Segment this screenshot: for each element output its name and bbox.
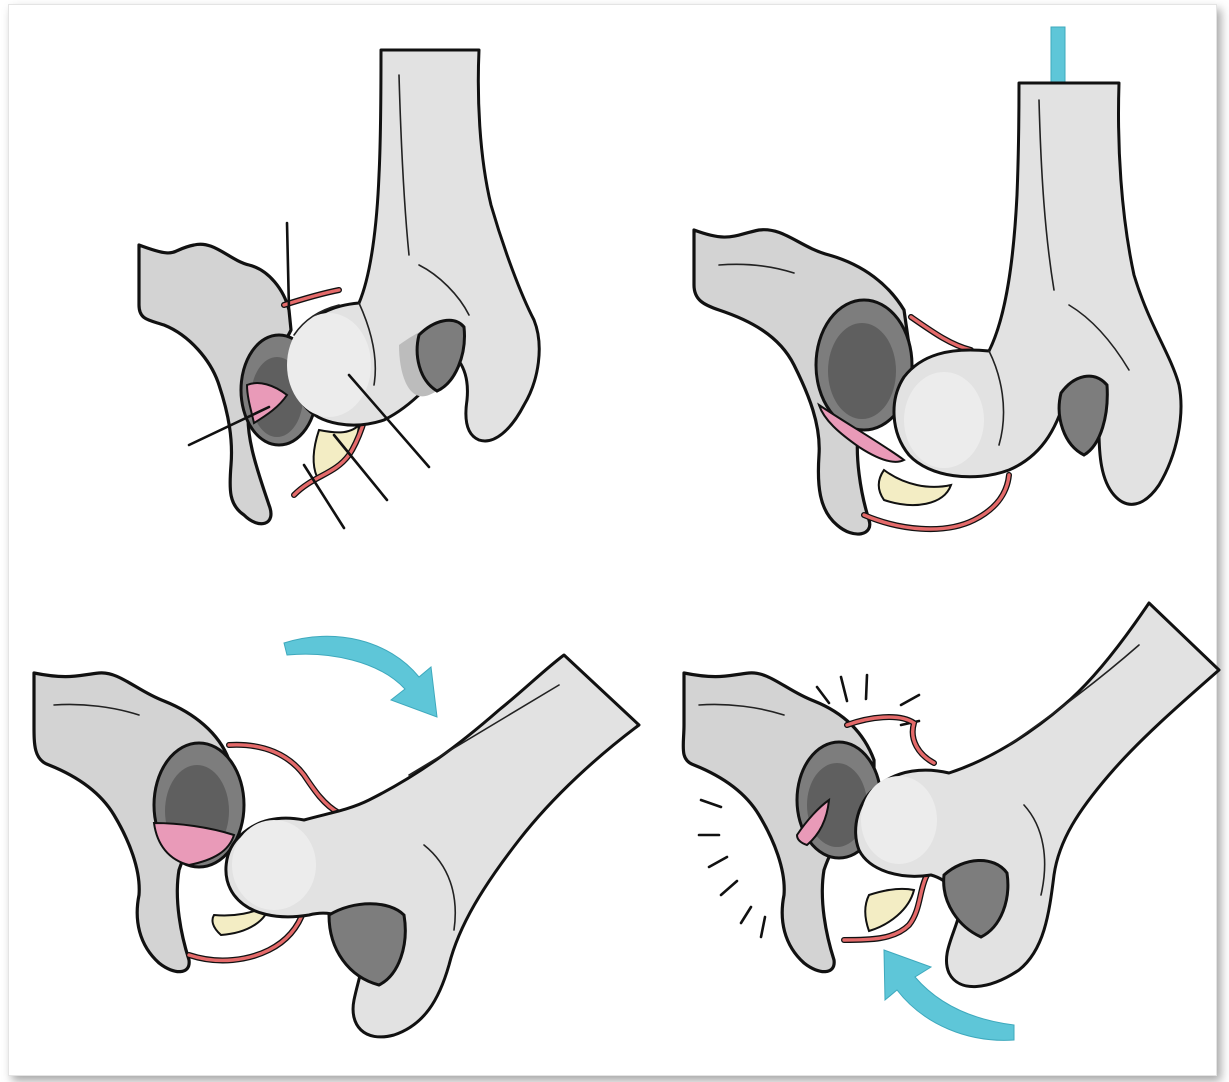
leader-line — [334, 435, 387, 500]
greater-trochanter-fossa — [329, 904, 405, 985]
greater-trochanter-fossa — [417, 320, 464, 391]
femoral-head — [861, 776, 937, 864]
panel-rotation — [29, 615, 649, 1065]
panel-axial-load — [689, 15, 1209, 555]
panel-neutral-joint — [119, 35, 579, 555]
figure-frame — [8, 4, 1217, 1076]
femoral-head — [232, 820, 316, 910]
curved-arrow-clockwise — [284, 636, 437, 717]
panel-impact — [669, 595, 1229, 1065]
leader-line — [287, 223, 289, 310]
femoral-head — [904, 372, 984, 468]
fat-pad — [879, 470, 951, 505]
